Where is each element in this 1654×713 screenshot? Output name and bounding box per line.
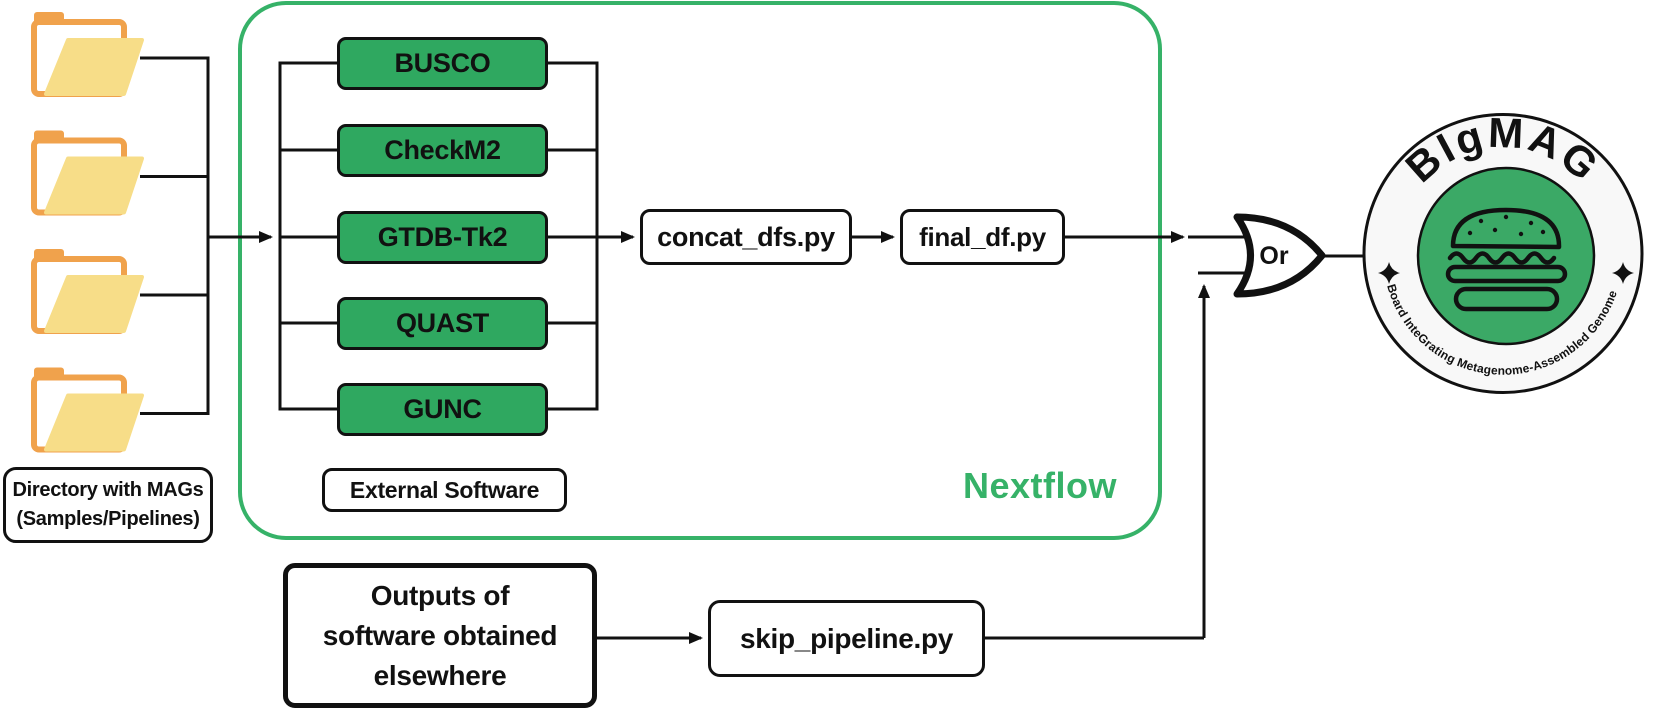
directory-label-line2: (Samples/Pipelines) — [16, 508, 200, 530]
burger-icon — [1445, 207, 1568, 312]
node-busco: BUSCO — [337, 36, 548, 90]
folder-stack — [31, 12, 144, 453]
nextflow-label: Nextflow — [962, 465, 1117, 506]
burger-seeds — [1467, 214, 1546, 237]
outputs-line1: Outputs of — [370, 579, 510, 611]
folder-icon — [31, 12, 144, 97]
node-skip-pipeline: skip_pipeline.py — [708, 600, 985, 677]
node-final-df: final_df.py — [900, 209, 1065, 265]
logo-badge: BIgMAG Board InteGrating Metagenome-Asse… — [0, 0, 1644, 394]
or-gate-icon — [1233, 213, 1326, 298]
outputs-line3: elsewhere — [373, 659, 507, 691]
folder-icon — [31, 249, 144, 334]
or-gate-label: Or — [1259, 242, 1289, 270]
sparkle-icon — [1612, 262, 1634, 284]
node-concat-dfs: concat_dfs.py — [640, 209, 852, 265]
node-outputs-elsewhere: Outputs of software obtained elsewhere — [283, 563, 597, 708]
folder-icon — [31, 367, 144, 453]
folder-icon — [31, 130, 144, 216]
node-checkm2: CheckM2 — [337, 123, 548, 177]
node-gunc: GUNC — [337, 382, 548, 436]
external-software-legend: External Software — [322, 468, 567, 512]
directory-label-line1: Directory with MAGs — [12, 479, 204, 501]
outputs-line2: software obtained — [322, 619, 558, 651]
directory-label: Directory with MAGs (Samples/Pipelines) — [3, 467, 213, 543]
node-quast: QUAST — [337, 296, 548, 350]
connector-lines — [140, 56, 1366, 644]
nextflow-container — [238, 1, 1162, 540]
node-gtdbtk2: GTDB-Tk2 — [337, 210, 548, 264]
sparkle-icon — [1378, 262, 1400, 284]
logo-subtitle: Board InteGrating Metagenome-Assembled G… — [0, 0, 1620, 378]
